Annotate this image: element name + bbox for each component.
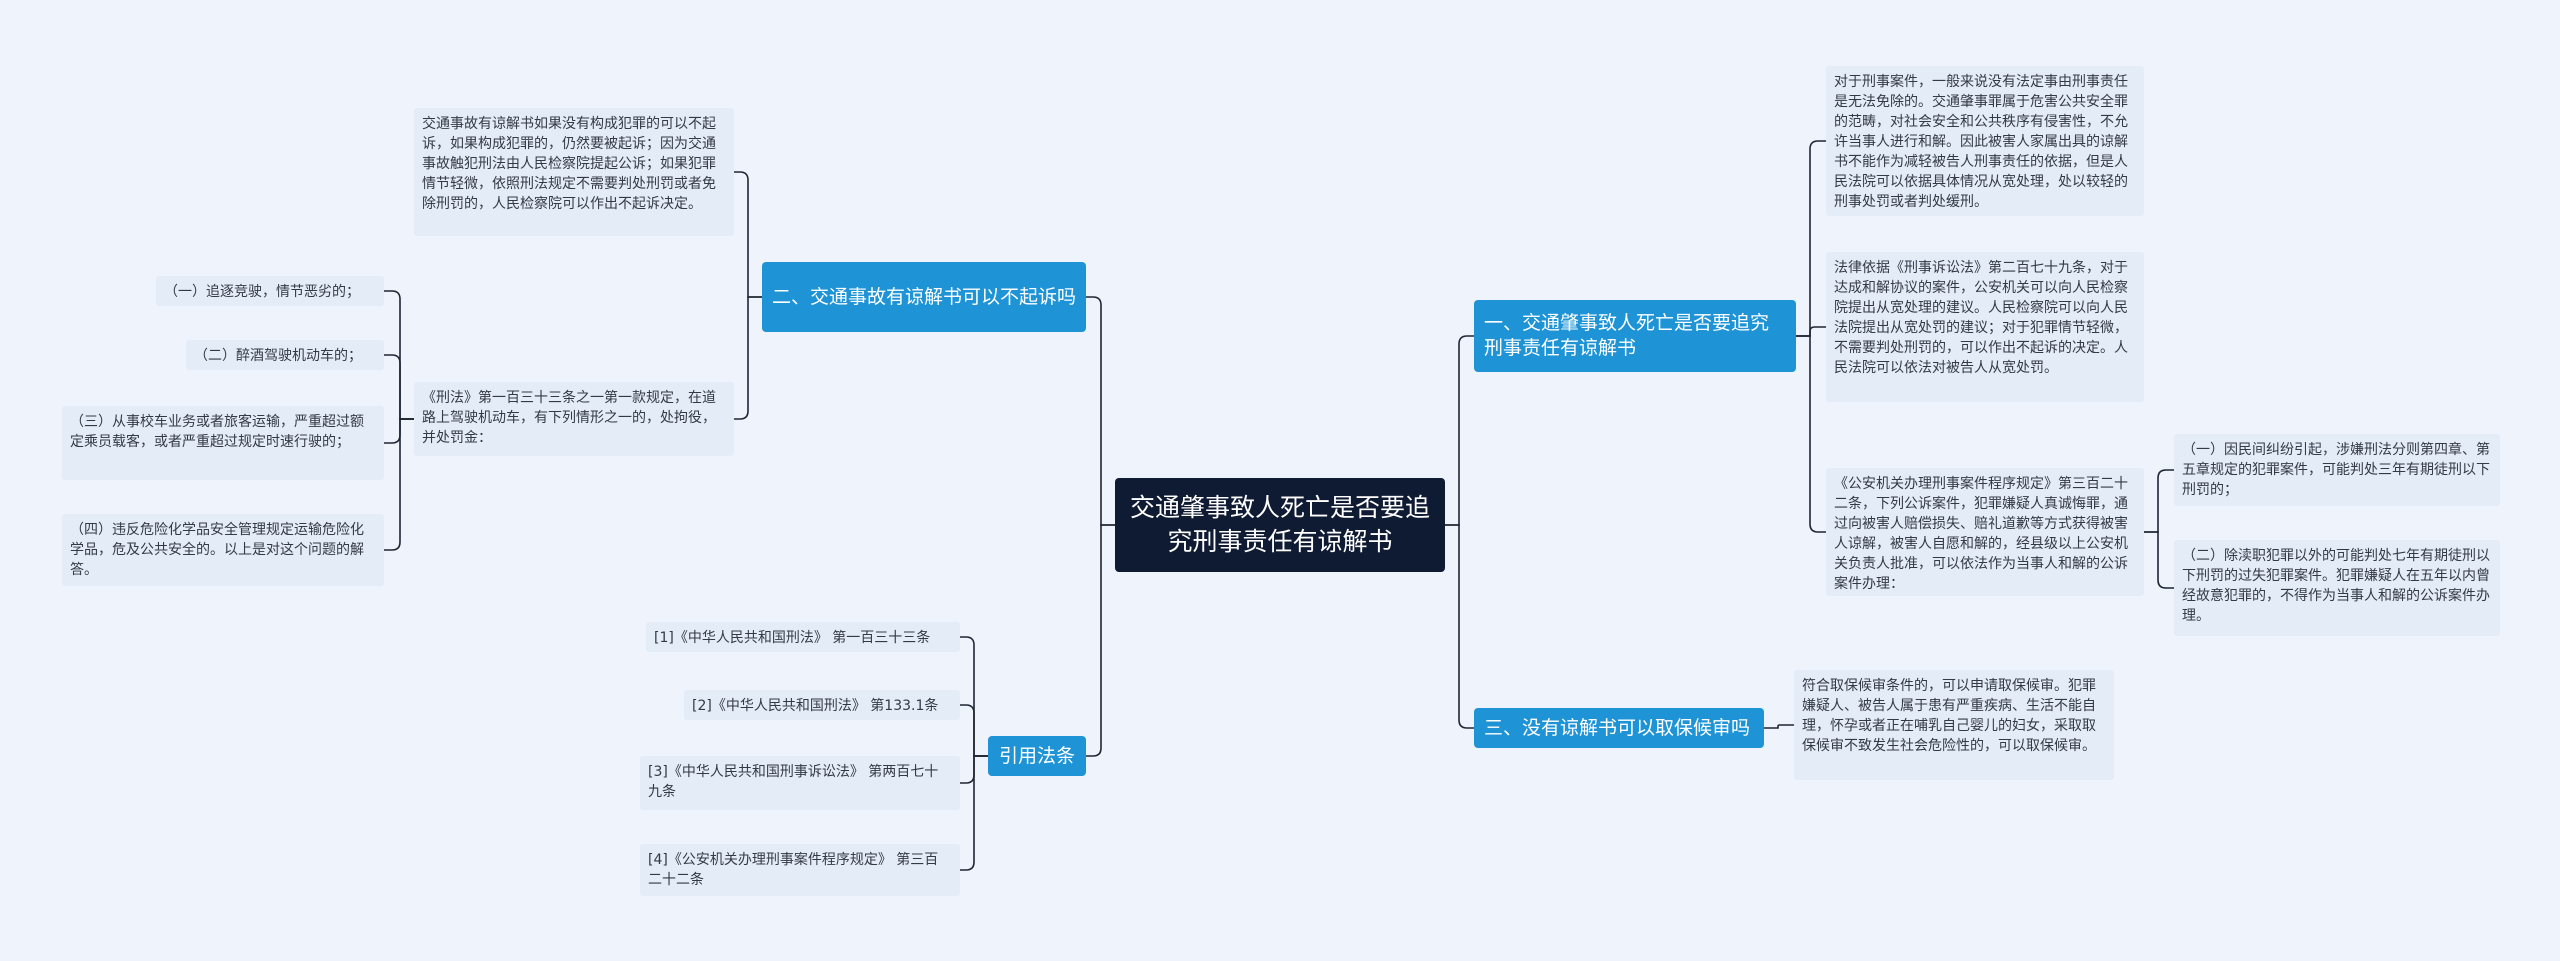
citation-item-3[interactable]: [3]《中华人民共和国刑事诉讼法》 第两百七十九条 bbox=[640, 756, 960, 810]
citation-item-2[interactable]: [2]《中华人民共和国刑法》 第133.1条 bbox=[684, 690, 960, 720]
connector-line-15 bbox=[384, 418, 414, 444]
leaf-note-criminal-law-133[interactable]: 《刑法》第一百三十三条之一第一款规定，在道路上驾驶机动车，有下列情形之一的，处拘… bbox=[414, 382, 734, 456]
leaf-note-item-4[interactable]: （四）违反危险化学品安全管理规定运输危险化学品，危及公共安全的。以上是对这个问题… bbox=[62, 514, 384, 586]
connector-line-14 bbox=[384, 354, 414, 420]
connector-line-12 bbox=[734, 296, 762, 420]
leaf-note-bail[interactable]: 符合取保候审条件的，可以申请取保候审。犯罪嫌疑人、被告人属于患有严重疾病、生活不… bbox=[1794, 670, 2114, 780]
branch-topic-citations[interactable]: 引用法条 bbox=[988, 736, 1086, 776]
leaf-note-legal-basis[interactable]: 法律依据《刑事诉讼法》第二百七十九条，对于达成和解协议的案件，公安机关可以向人民… bbox=[1826, 252, 2144, 402]
connector-line-8 bbox=[2144, 469, 2174, 533]
connector-line-10 bbox=[1764, 724, 1794, 729]
connector-line-7 bbox=[1796, 335, 1826, 533]
connector-line-4 bbox=[1086, 524, 1115, 757]
branch-topic-3[interactable]: 三、没有谅解书可以取保候审吗 bbox=[1474, 708, 1764, 748]
leaf-note-criminal-liability[interactable]: 对于刑事案件，一般来说没有法定事由刑事责任是无法免除的。交通肇事罪属于危害公共安… bbox=[1826, 66, 2144, 216]
connector-line-3 bbox=[1086, 296, 1115, 526]
connector-line-6 bbox=[1796, 326, 1826, 337]
connector-line-16 bbox=[384, 418, 414, 551]
leaf-note-case-type-1[interactable]: （一）因民间纠纷引起，涉嫌刑法分则第四章、第五章规定的犯罪案件，可能判处三年有期… bbox=[2174, 434, 2500, 506]
citation-item-4[interactable]: [4]《公安机关办理刑事案件程序规定》 第三百二十二条 bbox=[640, 844, 960, 896]
leaf-note-case-type-2[interactable]: （二）除渎职犯罪以外的可能判处七年有期徒刑以下刑罚的过失犯罪案件。犯罪嫌疑人在五… bbox=[2174, 540, 2500, 636]
leaf-note-police-rules[interactable]: 《公安机关办理刑事案件程序规定》第三百二十二条，下列公诉案件，犯罪嫌疑人真诚悔罪… bbox=[1826, 468, 2144, 596]
connector-line-20 bbox=[960, 755, 988, 871]
connector-line-1 bbox=[1445, 335, 1474, 526]
connector-line-9 bbox=[2144, 531, 2174, 589]
leaf-note-item-3[interactable]: （三）从事校车业务或者旅客运输，严重超过额定乘员载客，或者严重超过规定时速行驶的… bbox=[62, 406, 384, 480]
connector-line-13 bbox=[384, 290, 414, 420]
connector-line-2 bbox=[1445, 524, 1474, 729]
connector-line-11 bbox=[734, 171, 762, 298]
citation-item-1[interactable]: [1]《中华人民共和国刑法》 第一百三十三条 bbox=[646, 622, 960, 652]
branch-topic-1[interactable]: 一、交通肇事致人死亡是否要追究刑事责任有谅解书 bbox=[1474, 300, 1796, 372]
branch-topic-2[interactable]: 二、交通事故有谅解书可以不起诉吗 bbox=[762, 262, 1086, 332]
root-topic[interactable]: 交通肇事致人死亡是否要追究刑事责任有谅解书 bbox=[1115, 478, 1445, 572]
leaf-note-non-prosecution[interactable]: 交通事故有谅解书如果没有构成犯罪的可以不起诉，如果构成犯罪的，仍然要被起诉；因为… bbox=[414, 108, 734, 236]
leaf-note-item-1[interactable]: （一）追逐竞驶，情节恶劣的； bbox=[156, 276, 384, 306]
connector-line-18 bbox=[960, 704, 988, 757]
connector-line-17 bbox=[960, 636, 988, 757]
leaf-note-item-2[interactable]: （二）醉酒驾驶机动车的； bbox=[186, 340, 384, 370]
connector-line-5 bbox=[1796, 140, 1826, 337]
